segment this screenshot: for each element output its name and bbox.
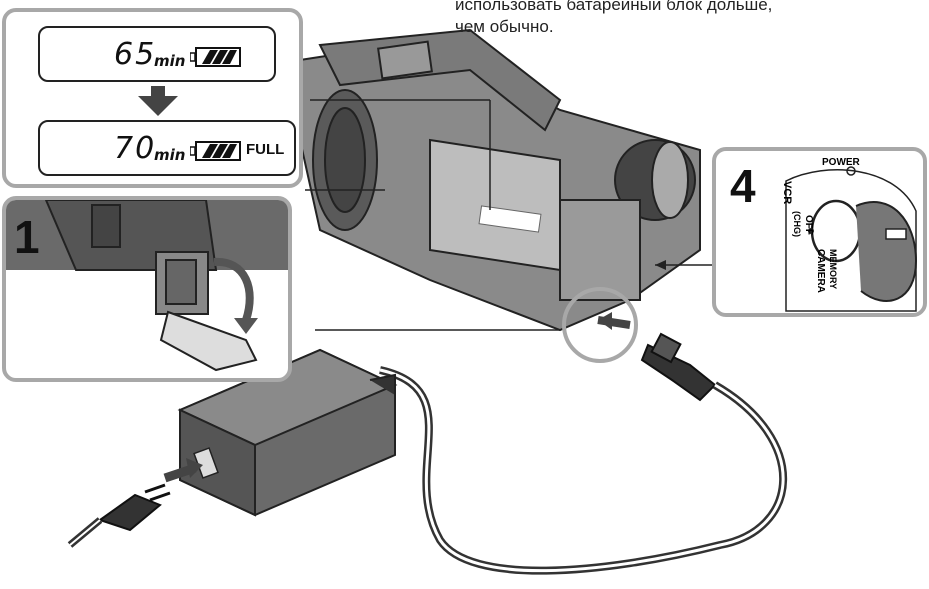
ac-adapter <box>177 348 398 517</box>
lens <box>324 107 366 213</box>
off-label: OFF <box>803 215 814 235</box>
step-1-panel: 1 <box>2 196 292 382</box>
power-title: POWER <box>822 157 861 168</box>
lcd-full-label: FULL <box>246 141 285 158</box>
lcd-before-value: 65 <box>114 37 157 72</box>
dc-in-jack-highlight <box>562 287 638 363</box>
dc-plug <box>640 332 717 402</box>
vcr-label: VCR <box>781 181 793 204</box>
lcd-before: 65 min <box>38 26 276 82</box>
intro-line: использовать батарейный блок дольше, <box>455 0 773 14</box>
memory-label: MEMORY <box>828 249 838 289</box>
chg-label: (CHG) <box>792 211 802 237</box>
battery-display-panel: 65 min 70 min FULL <box>2 8 303 188</box>
lcd-before-unit: min <box>154 52 186 70</box>
battery-icon <box>190 47 241 67</box>
lcd-after: 70 min FULL <box>38 120 296 176</box>
lcd-panel <box>429 138 561 272</box>
power-switch: POWER VCR OFF (CHG) CAMERA MEMORY <box>781 157 918 312</box>
jack-cover-illustration <box>6 200 288 372</box>
mains-plug <box>67 483 171 548</box>
battery-icon <box>190 141 241 161</box>
intro-line: чем обычно. <box>455 17 554 36</box>
step-4-panel: 4 POWER VCR OFF (CHG) CAMERA MEMORY <box>712 147 927 317</box>
lcd-after-unit: min <box>154 146 186 164</box>
camera-label: CAMERA <box>815 249 826 293</box>
lcd-after-value: 70 <box>114 131 157 166</box>
step-1-number: 1 <box>14 211 40 263</box>
camcorder <box>299 28 715 332</box>
step-4-number: 4 <box>730 160 756 212</box>
intro-text: использовать батарейный блок дольше, чем… <box>455 0 925 38</box>
arrow-down-icon <box>138 86 178 116</box>
